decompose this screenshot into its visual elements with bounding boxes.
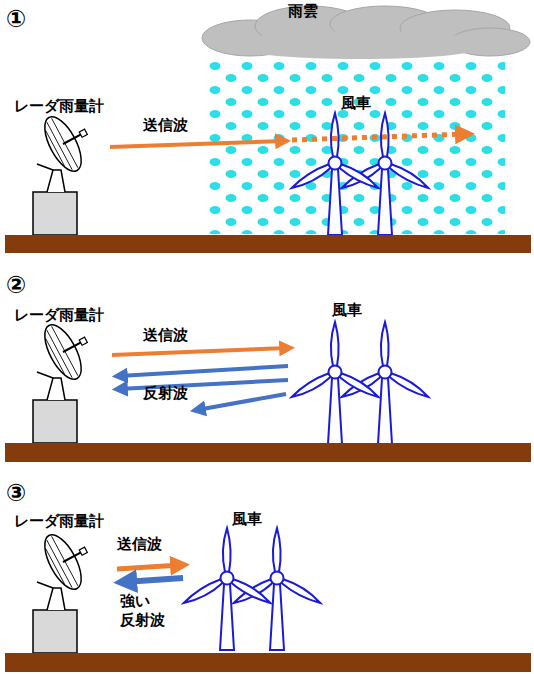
ground bbox=[5, 235, 531, 253]
cloud-label: 雨雲 bbox=[288, 2, 318, 21]
transmit-arrow bbox=[117, 565, 181, 569]
transmit-arrow bbox=[112, 348, 288, 355]
reflect-arrow bbox=[197, 394, 286, 410]
transmit-arrow bbox=[110, 141, 284, 147]
callout-number: ② bbox=[6, 270, 26, 300]
device-label: レーダ雨量計 bbox=[14, 97, 104, 116]
windmill-symbol bbox=[290, 322, 380, 444]
device-label: レーダ雨量計 bbox=[14, 306, 104, 325]
radar-symbol bbox=[33, 105, 100, 235]
transmit-arrow-dotted bbox=[292, 134, 466, 140]
callout-number: ① bbox=[6, 4, 26, 34]
ground bbox=[5, 443, 531, 462]
callout-number: ③ bbox=[6, 478, 26, 508]
wave-label: 強い 反射波 bbox=[120, 592, 170, 630]
windmill-label: 風車 bbox=[332, 301, 362, 320]
windmill-label: 風車 bbox=[341, 94, 371, 113]
wave-label: 反射波 bbox=[143, 384, 188, 403]
windmill-label: 風車 bbox=[232, 510, 262, 529]
rain-drops bbox=[205, 62, 505, 234]
rain-cloud bbox=[202, 6, 530, 59]
reflect-arrow bbox=[119, 366, 288, 376]
windmill-symbol bbox=[290, 113, 380, 235]
wave-label: 送信波 bbox=[143, 116, 188, 135]
wave-label: 送信波 bbox=[143, 326, 188, 345]
ground bbox=[5, 653, 531, 672]
radar-symbol bbox=[33, 523, 100, 653]
wave-label: 送信波 bbox=[117, 535, 162, 554]
device-label: レーダ雨量計 bbox=[14, 512, 104, 531]
strong-reflect-arrow bbox=[124, 578, 183, 582]
radar-symbol bbox=[33, 313, 100, 443]
windmill-symbol bbox=[182, 528, 272, 650]
